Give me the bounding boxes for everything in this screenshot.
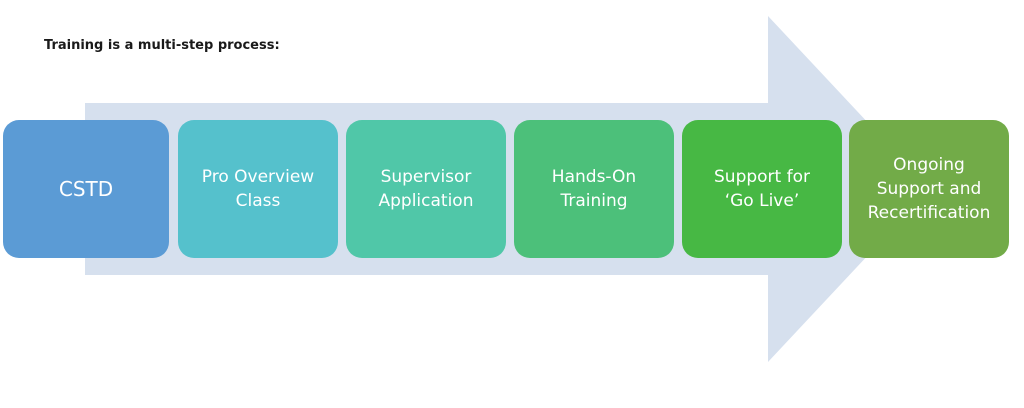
step-pro-overview-class: Pro Overview Class	[178, 120, 338, 258]
process-arrow-shape	[85, 16, 930, 362]
step-ongoing-support-recertification: Ongoing Support and Recertification	[849, 120, 1009, 258]
step-hands-on-training: Hands-On Training	[514, 120, 674, 258]
step-support-go-live: Support for ‘Go Live’	[682, 120, 842, 258]
step-supervisor-application: Supervisor Application	[346, 120, 506, 258]
step-cstd: CSTD	[3, 120, 169, 258]
page-heading: Training is a multi-step process:	[44, 38, 280, 53]
